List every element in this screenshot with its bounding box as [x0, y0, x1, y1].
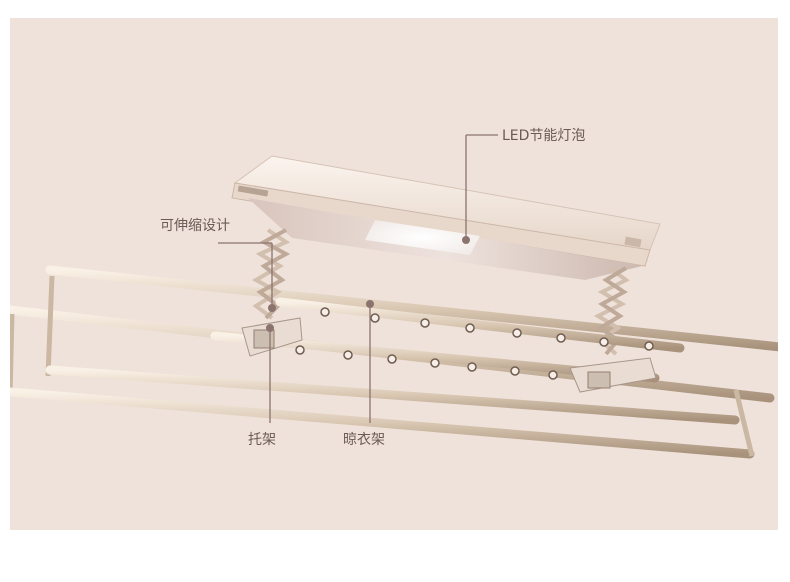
label-led: LED节能灯泡 [502, 128, 585, 144]
label-telescopic: 可伸缩设计 [160, 218, 230, 234]
label-drying-rack: 晾衣架 [343, 432, 385, 448]
led-light [365, 220, 480, 255]
label-bracket: 托架 [248, 432, 276, 448]
ceiling-panel [231, 155, 661, 280]
scissor-arm-left [251, 228, 291, 320]
drying-rack-illustration: LED节能灯泡 可伸缩设计 托架 晾衣架 [10, 128, 778, 459]
product-scene: LED节能灯泡 可伸缩设计 托架 晾衣架 [10, 18, 778, 530]
bracket-right [569, 357, 657, 393]
callouts [218, 134, 498, 423]
hanger-holes [295, 307, 654, 380]
bracket-left [241, 317, 303, 357]
